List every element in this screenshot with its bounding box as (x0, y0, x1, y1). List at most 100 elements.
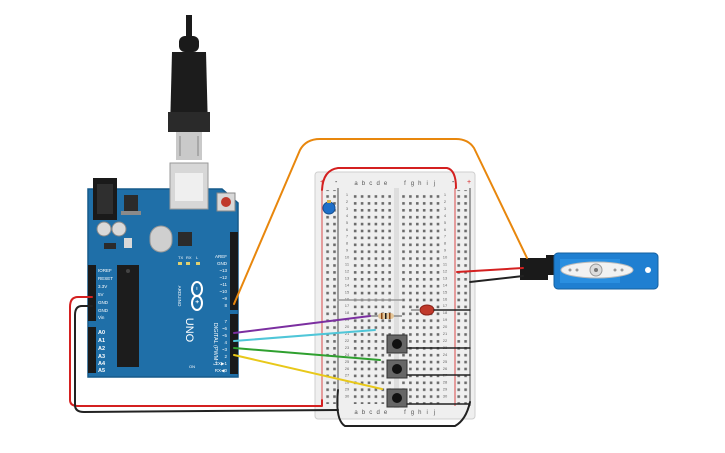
pin-label-d5: ~5 (222, 333, 228, 338)
microcontroller-chip (117, 265, 139, 367)
pin-label-3v3: 3.3V (98, 284, 107, 289)
row-label-22-left: 22 (345, 338, 350, 343)
arduino-uno-board[interactable]: IOREF RESET 3.3V 5V GND GND Vin A0 A1 A2… (87, 162, 239, 378)
svg-text:−: − (193, 287, 199, 291)
pin-label-aref: AREF (215, 254, 227, 259)
pin-label-d10: ~10 (219, 289, 227, 294)
row-label-13-right: 13 (443, 275, 448, 280)
wire-purple (233, 315, 371, 334)
wire-cyan (233, 329, 376, 342)
row-label-19-right: 19 (443, 317, 448, 322)
row-label-24-left: 24 (345, 352, 350, 357)
wire-black-servo (469, 275, 524, 283)
column-label-j-top: j (433, 181, 435, 187)
row-label-10-right: 10 (443, 255, 448, 260)
column-label-f-bottom: f (404, 410, 406, 416)
pin-label-a3: A3 (98, 354, 105, 360)
row-label-30-left: 30 (345, 394, 350, 399)
row-label-29-left: 29 (345, 387, 350, 392)
row-label-20-right: 20 (443, 324, 448, 329)
row-label-16-right: 16 (443, 296, 448, 301)
row-label-15-right: 15 (443, 289, 448, 294)
row-label-21-right: 21 (443, 331, 448, 336)
row-label-22-right: 22 (443, 338, 448, 343)
row-label-2-left: 2 (346, 199, 349, 204)
svg-text:+: + (193, 300, 199, 304)
row-label-18-left: 18 (345, 310, 350, 315)
pin-label-d6: ~6 (222, 326, 228, 331)
row-label-11-left: 11 (345, 262, 350, 267)
pin-label-d11: ~11 (220, 282, 228, 287)
pin-label-gnd-2: GND (98, 308, 109, 313)
wire-black-loop (336, 389, 471, 427)
pin-label-a5: A5 (98, 368, 105, 374)
row-label-6-right: 6 (444, 227, 447, 232)
on-led-label: ON (189, 364, 195, 369)
column-label-i-bottom: i (427, 410, 428, 416)
row-label-23-left: 23 (345, 345, 350, 350)
pushbutton-3[interactable] (386, 388, 408, 408)
row-label-30-right: 30 (443, 394, 448, 399)
row-label-17-left: 17 (345, 303, 350, 308)
column-label-e-bottom: e (384, 410, 388, 416)
arduino-logo: − + ARDUINO UNO (177, 281, 203, 343)
column-label-h-bottom: h (418, 410, 421, 416)
pin-label-reset: RESET (98, 276, 113, 281)
row-label-28-left: 28 (345, 380, 350, 385)
digital-header-label: DIGITAL (PWM~) (212, 323, 218, 366)
pin-label-d8: 8 (224, 303, 227, 308)
row-label-11-right: 11 (443, 262, 448, 267)
row-label-28-right: 28 (443, 380, 448, 385)
row-label-3-left: 3 (346, 206, 349, 211)
wire-orange (233, 138, 528, 305)
row-label-14-left: 14 (345, 282, 350, 287)
blue-capacitor[interactable] (322, 200, 336, 215)
rail-minus-label-tr: - (452, 179, 455, 186)
rail-plus-label-tr: + (467, 179, 471, 186)
row-label-1-left: 1 (346, 192, 349, 197)
pin-label-d9: ~9 (222, 296, 228, 301)
column-label-a-top: a (354, 181, 358, 187)
row-label-5-left: 5 (346, 220, 349, 225)
column-label-b-bottom: b (362, 410, 366, 416)
pin-label-a2: A2 (98, 346, 105, 352)
pin-label-d2: 2 (224, 354, 227, 359)
row-label-7-right: 7 (444, 234, 447, 239)
column-label-e-top: e (384, 181, 388, 187)
resistor[interactable] (370, 313, 402, 319)
wire-red-top (321, 167, 457, 191)
usb-cable (168, 15, 210, 160)
row-label-9-left: 9 (346, 248, 349, 253)
row-label-13-left: 13 (345, 275, 350, 280)
row-label-20-left: 20 (345, 324, 350, 329)
column-label-g-bottom: g (411, 410, 414, 416)
column-label-b-top: b (362, 181, 366, 187)
wire-red-servo (456, 267, 524, 273)
pin-label-d7: 7 (224, 319, 227, 324)
row-label-9-right: 9 (444, 248, 447, 253)
row-label-10-left: 10 (345, 255, 350, 260)
column-label-c-bottom: c (369, 410, 372, 416)
row-label-21-left: 21 (345, 331, 350, 336)
reset-button[interactable] (221, 197, 231, 207)
servo-motor[interactable] (520, 252, 659, 290)
column-label-d-bottom: d (377, 410, 380, 416)
pin-label-rx: RX◀0 (215, 368, 228, 373)
arduino-brand-text: ARDUINO (177, 286, 182, 307)
row-label-15-left: 15 (345, 289, 350, 294)
rail-minus-label-tl: - (335, 179, 338, 186)
column-label-a-bottom: a (354, 410, 358, 416)
rx-led-label: RX (186, 255, 192, 260)
row-label-3-right: 3 (444, 206, 447, 211)
pushbutton-2[interactable] (386, 359, 408, 379)
row-label-27-left: 27 (345, 373, 350, 378)
row-label-18-right: 18 (443, 310, 448, 315)
row-label-17-right: 17 (443, 303, 448, 308)
row-label-8-right: 8 (444, 241, 447, 246)
pin-label-a4: A4 (98, 361, 106, 367)
row-label-7-left: 7 (346, 234, 349, 239)
pushbutton-1[interactable] (386, 334, 408, 354)
l-led-label: L (196, 255, 199, 260)
